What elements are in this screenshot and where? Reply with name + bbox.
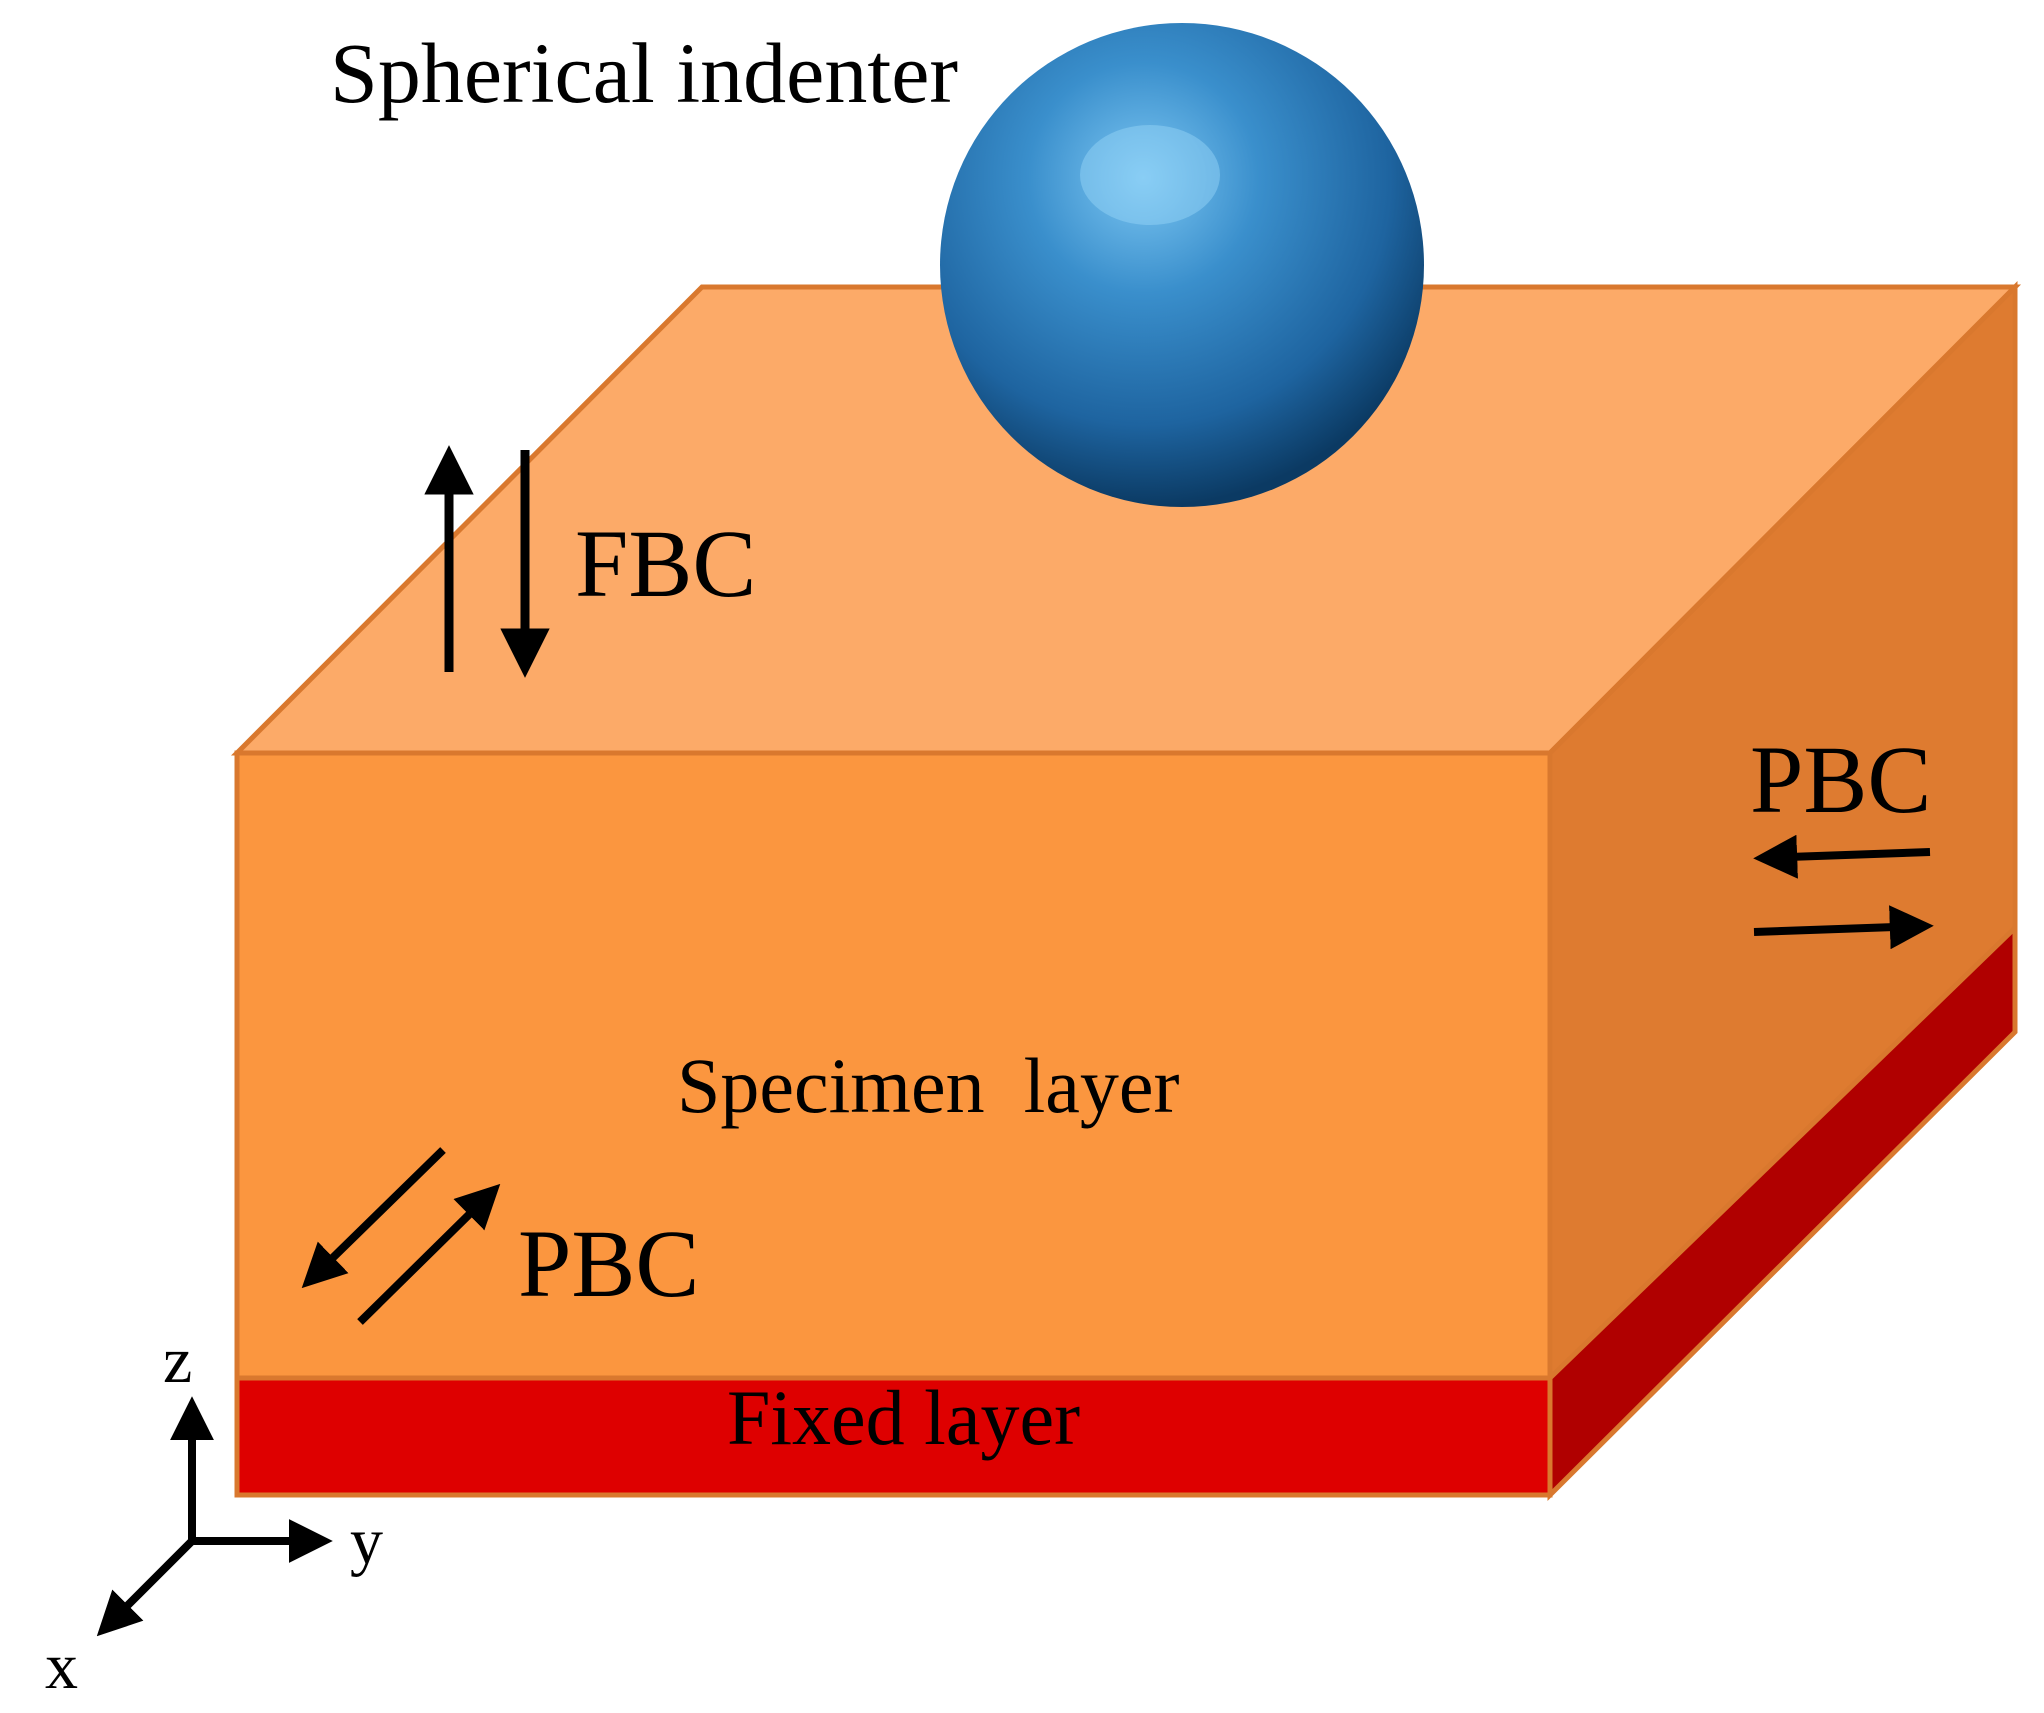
z-axis-label: z [163, 1324, 192, 1397]
pbc-right-label: PBC [1750, 726, 1931, 833]
specimen-layer-label: Specimen layer [677, 1042, 1179, 1129]
x-axis-label: x [45, 1630, 78, 1703]
spherical-indenter [940, 23, 1424, 507]
pbc-front-label: PBC [518, 1210, 699, 1317]
coordinate-axes [96, 1396, 333, 1637]
fbc-label: FBC [575, 510, 756, 617]
y-axis-label: y [350, 1505, 383, 1578]
pbc-right-right-arrow [1753, 905, 1934, 950]
indenter-label: Spherical indenter [330, 25, 958, 121]
pbc-front-down-arrow [301, 1147, 446, 1289]
fixed-layer-front-face [234, 1375, 1553, 1498]
fixed-layer-label: Fixed layer [727, 1374, 1080, 1461]
pbc-right-left-arrow [1753, 834, 1931, 879]
pbc-front-up-arrow [357, 1183, 501, 1325]
specimen-front-face [234, 750, 1553, 1381]
x-axis-arrow [96, 1536, 197, 1637]
